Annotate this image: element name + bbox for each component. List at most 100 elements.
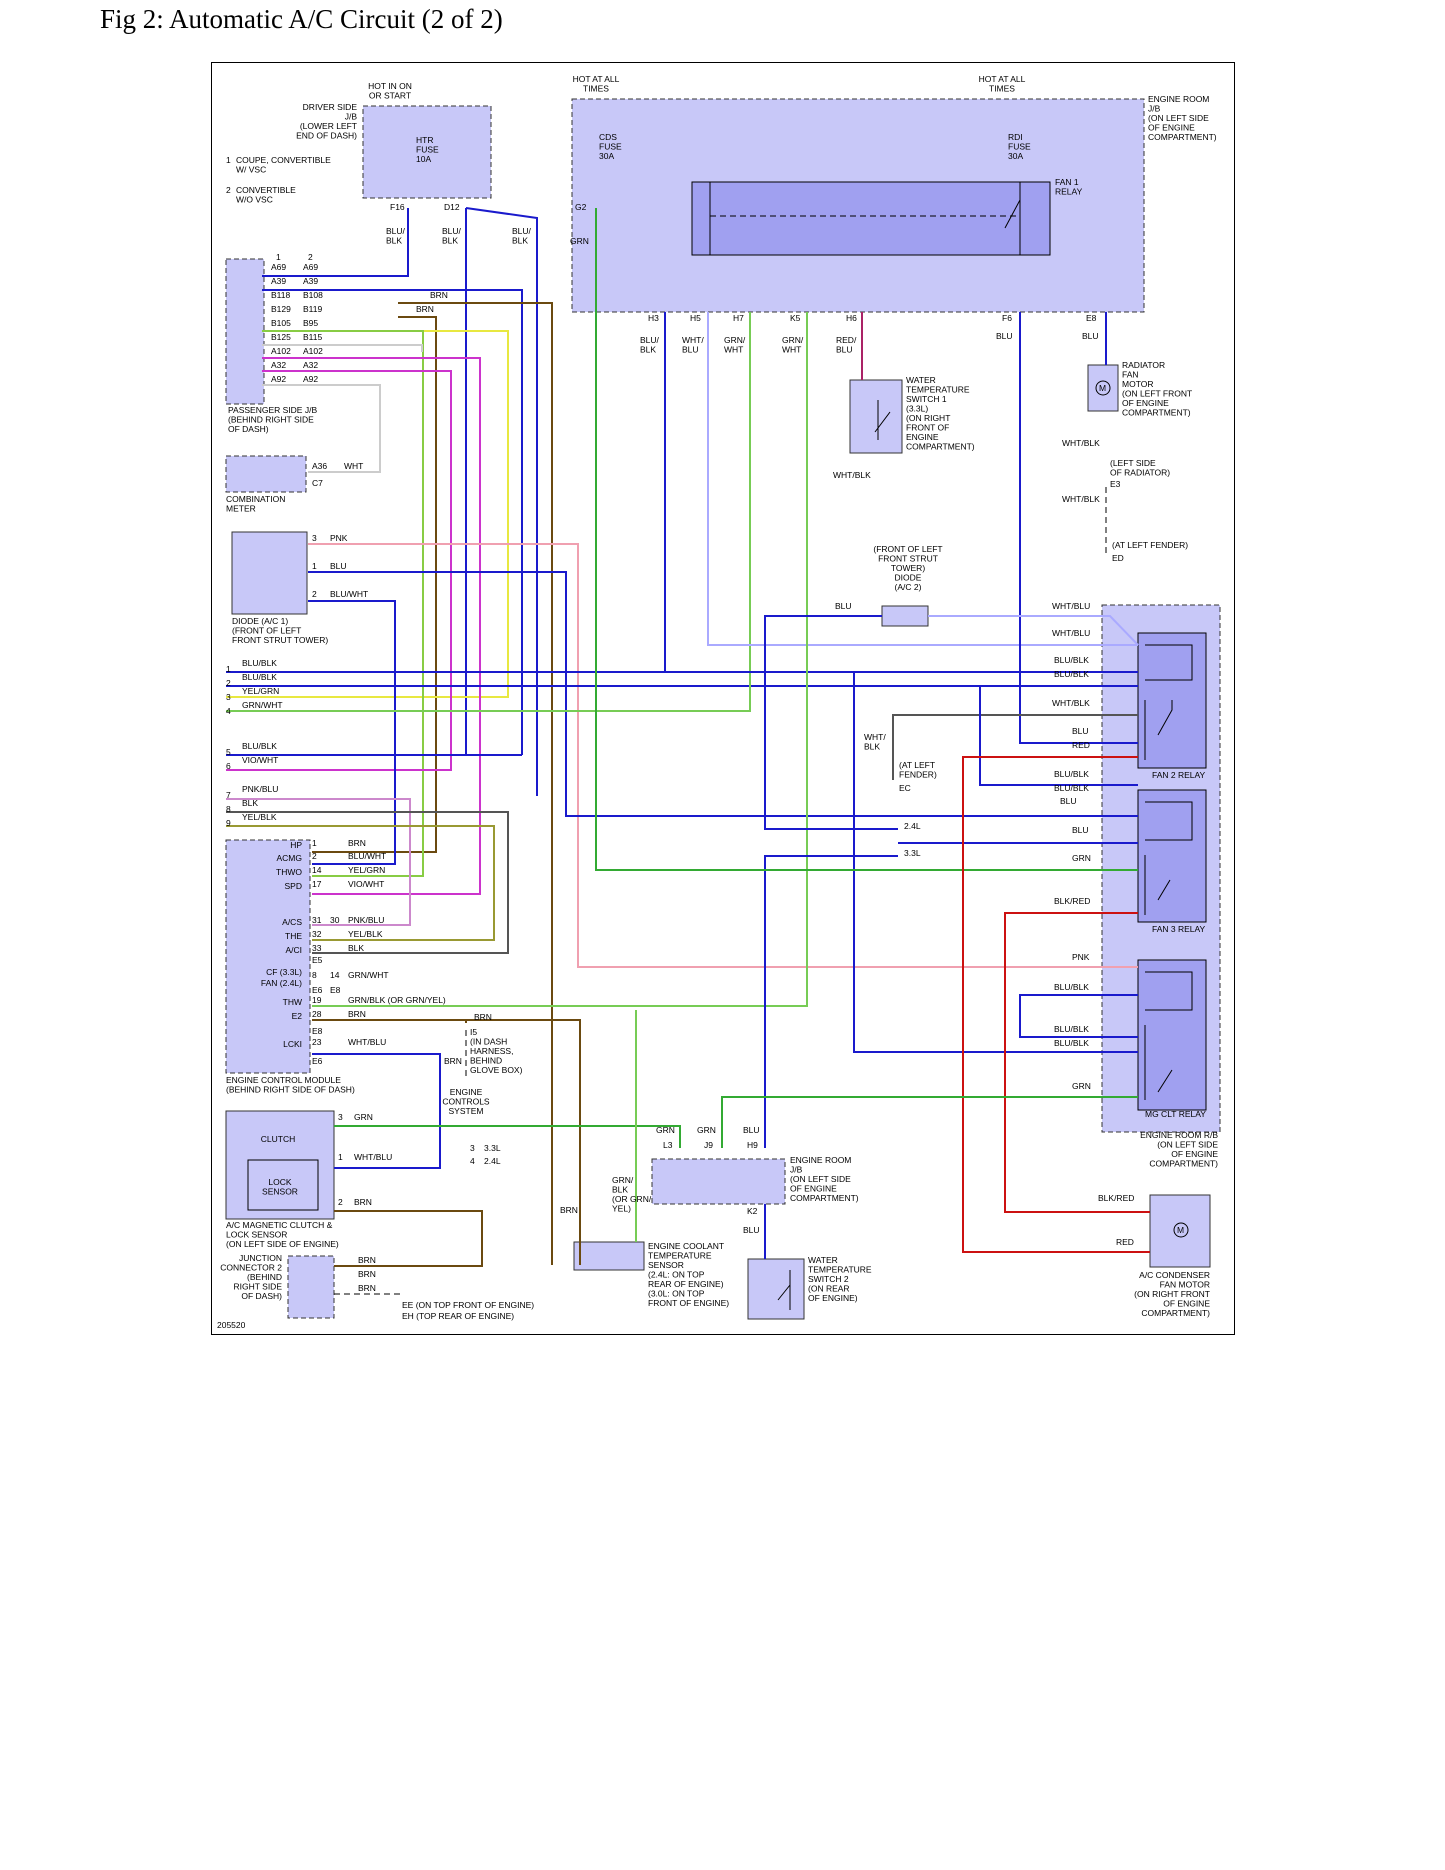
- left-wire-color: YEL/GRN: [242, 686, 279, 696]
- f16-wire: BLU/BLK: [386, 226, 406, 246]
- jb-pin-b: B119: [303, 304, 322, 314]
- diode-ac2-box: [881, 605, 929, 627]
- h6-wire: RED/BLU: [836, 335, 857, 355]
- left-wire-color: BLU/BLK: [242, 741, 277, 751]
- wire-vio-wht-a32: [226, 370, 452, 771]
- ecm-pin-wire: BRN: [348, 838, 366, 848]
- jb-pin-a: B118: [271, 290, 290, 300]
- wires: [226, 207, 1150, 1267]
- jb-pin-b: A69: [303, 262, 318, 272]
- wire-red: [962, 756, 1150, 1253]
- cool-brn: BRN: [560, 1205, 578, 1215]
- e8-wire: BLU: [1082, 331, 1099, 341]
- fan3-relay-box: [1137, 789, 1207, 923]
- clutch-2-wire: BRN: [354, 1197, 372, 1207]
- k2-wire: BLU: [743, 1225, 760, 1235]
- wire-d12b-blu-blk: [465, 207, 538, 796]
- r3-1b-wire: BLU/BLK: [1054, 783, 1089, 793]
- r3-5-wire: GRN: [1072, 853, 1091, 863]
- jb-header-2: 2: [308, 252, 313, 262]
- ecm-pin-wire: GRN/WHT: [348, 970, 389, 980]
- left-wire-number: 1: [226, 664, 231, 674]
- ecm-pin-wire: WHT/BLU: [348, 1037, 386, 1047]
- ecm-pin-name: HP: [290, 840, 302, 850]
- ecm-pin-wire: VIO/WHT: [348, 879, 384, 889]
- wire-h3: [664, 312, 1138, 673]
- wire-left-4: [226, 312, 751, 712]
- wire-blu-diode1: [308, 571, 1138, 817]
- ground-ee: EE (ON TOP FRONT OF ENGINE): [402, 1300, 534, 1310]
- ecm-pin-number: 31: [312, 915, 322, 925]
- left-wire-color: VIO/WHT: [242, 755, 278, 765]
- j9-wire: GRN: [697, 1125, 716, 1135]
- clutch-pin3: 3: [338, 1112, 343, 1122]
- r2-top-wire: WHT/BLU: [1052, 628, 1090, 638]
- jb-pin-b: B115: [303, 332, 322, 342]
- jc-a3-wire: BRN: [358, 1283, 376, 1293]
- wire-wht-b125: [262, 344, 423, 352]
- legend-3-3: 3.3L: [484, 1143, 501, 1153]
- passenger-jb-box: [225, 258, 265, 405]
- sw1-out-wire: WHT/BLK: [833, 470, 871, 480]
- radiator-fan-box: [1087, 364, 1119, 412]
- ecm-pin-name: E2: [292, 1011, 303, 1021]
- wire-left-7: [226, 798, 411, 926]
- motor-m-2: M: [1177, 1225, 1184, 1235]
- r3-2-wire: BLU: [1072, 825, 1089, 835]
- left-wire-color: GRN/WHT: [242, 700, 283, 710]
- r3-1a-wire: BLU/BLK: [1054, 769, 1089, 779]
- conn-e8: E8: [1086, 313, 1097, 323]
- k5-wire: GRN/WHT: [782, 335, 804, 355]
- engine-room-jb2-box: [651, 1158, 786, 1205]
- driver-jb-box: [362, 105, 492, 199]
- legend-2-4: 2.4L: [484, 1156, 501, 1166]
- ecm-pin-number: 28: [312, 1009, 322, 1019]
- mg-1-wire: BLU/BLK: [1054, 982, 1089, 992]
- ac-clutch-label: A/C MAGNETIC CLUTCH &LOCK SENSOR(ON LEFT…: [226, 1220, 339, 1249]
- wire-r3-blu-blk: [979, 686, 1138, 786]
- wire-h9-blu: [764, 855, 898, 1148]
- marker-3: 3: [470, 1143, 475, 1153]
- wire-vio-wht-a102: [262, 357, 481, 895]
- figure-id: 205520: [217, 1320, 246, 1330]
- ecm-pin-name: THE: [285, 931, 302, 941]
- d1-pin3-wire: PNK: [330, 533, 348, 543]
- mg-2-wire: PNK: [1072, 952, 1090, 962]
- wire-left-1: [226, 671, 1138, 1053]
- jb-pin-b: A102: [303, 346, 323, 356]
- fan3-relay-label: FAN 3 RELAY: [1152, 924, 1206, 934]
- conn-e3: E3: [1110, 479, 1121, 489]
- r3-3-wire: BLK/RED: [1054, 896, 1090, 906]
- ecm-pin-number: 23: [312, 1037, 322, 1047]
- clutch-pin1: 1: [338, 1152, 343, 1162]
- conn-f6: F6: [1002, 313, 1012, 323]
- conn-e6: E6: [312, 985, 323, 995]
- d1-pin2: 2: [312, 589, 317, 599]
- g2-wire: GRN: [570, 236, 589, 246]
- conn-f16: F16: [390, 202, 405, 212]
- d12-wire: BLU/BLK: [442, 226, 462, 246]
- wire-clutch-brn: [334, 1210, 483, 1267]
- conn-d12: D12: [444, 202, 460, 212]
- conn-k5: K5: [790, 313, 801, 323]
- i5-brn-2: BRN: [444, 1056, 462, 1066]
- condenser-motor-icon: [1173, 1222, 1189, 1238]
- left-wire-number: 3: [226, 692, 231, 702]
- l3-wire: GRN: [656, 1125, 675, 1135]
